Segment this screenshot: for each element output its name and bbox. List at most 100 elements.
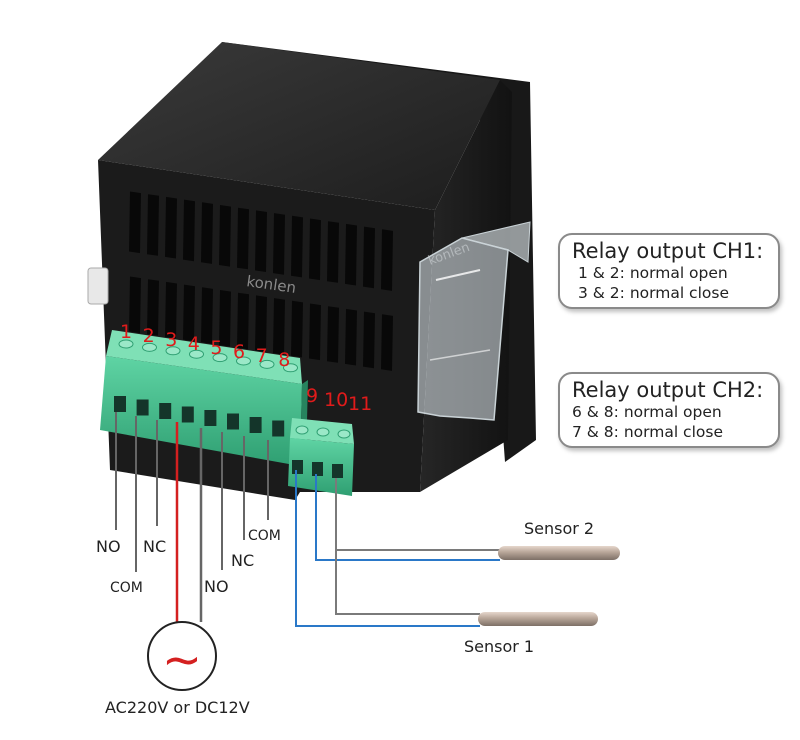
terminal-number: 2 — [143, 325, 155, 347]
terminal-screw — [337, 429, 351, 439]
label-com-2: COM — [248, 528, 281, 544]
vent-slot — [381, 314, 393, 371]
terminal-screws-9-11 — [295, 425, 351, 439]
callout-ch2-line1: 6 & 8: normal open — [572, 403, 722, 421]
vent-slot — [165, 196, 177, 259]
terminal-number: 9 — [306, 385, 318, 407]
vent-slot — [183, 284, 195, 342]
terminal-port — [249, 417, 262, 433]
vent-slot — [219, 205, 231, 267]
label-nc-1: NC — [143, 537, 166, 556]
terminal-ports-1-8 — [114, 396, 285, 437]
terminal-number: 6 — [233, 341, 245, 363]
terminal-screw — [165, 346, 181, 356]
ventilation-slots — [129, 191, 393, 371]
terminal-number: 10 — [324, 389, 348, 411]
vent-slot — [273, 213, 285, 275]
sensor-2-probe — [498, 546, 620, 560]
label-nc-2: NC — [231, 551, 254, 570]
terminal-screw — [236, 356, 251, 366]
callout-ch2-line2: 7 & 8: normal close — [572, 423, 723, 441]
mounting-clip-left — [87, 267, 109, 305]
terminal-number: 3 — [165, 329, 177, 351]
vent-slot — [147, 194, 159, 256]
label-com-1: COM — [110, 580, 143, 596]
terminal-number: 1 — [120, 321, 132, 343]
terminal-screw — [142, 342, 157, 352]
vent-slot — [201, 287, 213, 344]
callout-ch1-line2: 3 & 2: normal close — [578, 284, 729, 302]
vent-slot — [345, 223, 357, 286]
terminal-screw — [283, 363, 298, 373]
vent-slot — [129, 276, 141, 334]
vent-slot — [237, 292, 249, 350]
terminal-port — [227, 413, 239, 430]
vent-slot — [147, 279, 159, 336]
label-sensor-2: Sensor 2 — [524, 519, 594, 538]
terminal-number: 11 — [348, 393, 372, 415]
terminal-port — [292, 460, 303, 474]
terminal-number: 4 — [188, 333, 200, 355]
power-source: ~ — [147, 621, 217, 691]
wires — [115, 412, 500, 627]
terminal-screw — [118, 339, 134, 349]
terminal-port — [181, 406, 194, 423]
terminal-port — [312, 462, 323, 476]
wire-sensor2-blue — [315, 474, 500, 561]
terminal-ports-9-11 — [292, 460, 343, 478]
vent-slot — [255, 210, 267, 272]
vent-slot — [291, 215, 303, 278]
vent-slot — [363, 311, 375, 369]
vent-slot — [165, 281, 177, 339]
vent-slot — [309, 303, 321, 361]
transparent-mounting-bracket — [417, 221, 531, 421]
terminal-number: 5 — [210, 337, 222, 359]
vent-slot — [309, 218, 321, 281]
vent-slot — [381, 229, 393, 291]
vent-slot — [183, 199, 195, 262]
vent-slot — [201, 202, 213, 264]
callout-ch1-line1: 1 & 2: normal open — [578, 264, 728, 282]
label-power: AC220V or DC12V — [105, 698, 250, 717]
sensor-1-probe — [478, 612, 598, 626]
callout-relay-ch2: Relay output CH2: 6 & 8: normal open 7 &… — [558, 372, 780, 448]
terminal-screw — [295, 425, 309, 435]
terminal-port — [136, 399, 149, 416]
terminal-screw — [259, 359, 275, 369]
callout-ch2-title: Relay output CH2: — [572, 378, 764, 402]
vent-slot — [255, 295, 267, 352]
callout-relay-ch1: Relay output CH1: 1 & 2: normal open 3 &… — [558, 233, 780, 309]
terminal-port — [159, 403, 172, 419]
terminal-screws-1-8 — [118, 339, 298, 373]
wire-sensor1-gray — [335, 478, 480, 615]
vent-slot — [327, 221, 339, 283]
callout-ch1-title: Relay output CH1: — [572, 239, 764, 263]
terminal-port — [114, 396, 126, 412]
ac-symbol: ~ — [162, 632, 202, 688]
vent-slot — [273, 298, 285, 355]
vent-slot — [345, 308, 357, 366]
terminal-screw — [189, 349, 204, 359]
vent-slot — [237, 207, 249, 270]
label-sensor-1: Sensor 1 — [464, 637, 534, 656]
terminal-port — [204, 410, 217, 426]
label-no-2: NO — [204, 577, 229, 596]
vent-slot — [219, 290, 231, 347]
vent-slot — [327, 306, 339, 363]
terminal-number: 8 — [278, 349, 290, 371]
terminal-screw — [316, 427, 330, 437]
housing-top-face — [98, 42, 500, 210]
vent-slot — [363, 226, 375, 289]
terminal-number: 7 — [256, 345, 268, 367]
label-no-1: NO — [96, 537, 121, 556]
terminal-screw — [212, 353, 228, 363]
terminal-port — [332, 464, 343, 478]
terminal-port — [272, 420, 285, 437]
terminal-block-1-8 — [100, 330, 308, 466]
vent-slot — [129, 191, 141, 254]
wire-sensor1-blue — [295, 470, 480, 627]
vent-slot — [291, 300, 303, 358]
